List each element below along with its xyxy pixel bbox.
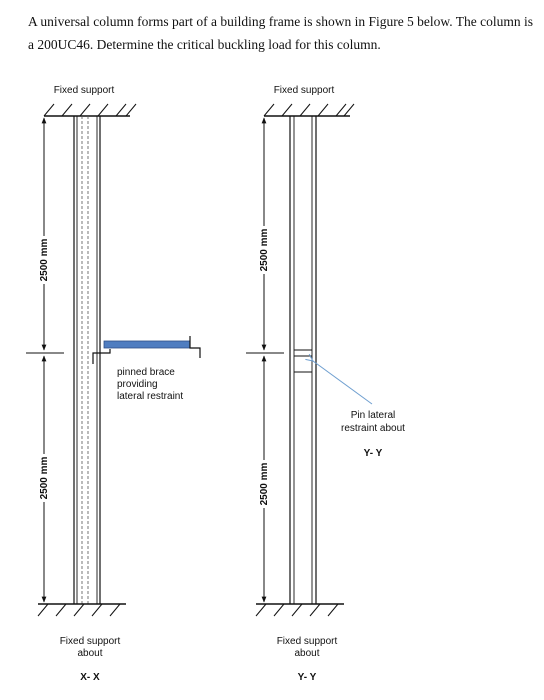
left-dimension-line (26, 117, 64, 603)
restraint-label-line2: restraint about (341, 423, 405, 434)
restraint-axis-label: Y- Y (364, 448, 383, 459)
right-dim-upper: 2500 mm (259, 228, 270, 271)
right-dimension-line (246, 117, 284, 603)
brace-label-line3: lateral restraint (117, 391, 183, 402)
right-top-support-label: Fixed support (274, 85, 335, 96)
restraint-leader (313, 361, 373, 405)
left-view: Fixed support (26, 85, 201, 683)
right-axis-label: Y- Y (298, 672, 317, 683)
right-bottom-support-line1: Fixed support (277, 636, 338, 647)
right-bottom-fixed-support (255, 603, 344, 617)
left-bottom-support-line2: about (77, 648, 102, 659)
left-dim-lower: 2500 mm (39, 456, 50, 499)
brace-label-line1: pinned brace (117, 367, 175, 378)
left-column (73, 116, 101, 604)
left-axis-label: X- X (80, 672, 100, 683)
right-view: Fixed support (246, 85, 405, 683)
left-dim-upper: 2500 mm (39, 238, 50, 281)
problem-statement: A universal column forms part of a build… (28, 14, 534, 52)
left-top-support-label: Fixed support (54, 85, 115, 96)
right-bottom-support-line2: about (294, 648, 319, 659)
left-top-fixed-support (43, 103, 137, 117)
restraint-label-line1: Pin lateral (351, 410, 395, 421)
left-bottom-support-line1: Fixed support (60, 636, 121, 647)
left-bottom-fixed-support (37, 603, 126, 617)
right-top-fixed-support (263, 103, 355, 117)
lateral-restraint-box (294, 349, 312, 373)
pinned-brace (92, 336, 201, 364)
right-column (289, 116, 317, 604)
brace-label-line2: providing (117, 379, 158, 390)
right-dim-lower: 2500 mm (259, 462, 270, 505)
